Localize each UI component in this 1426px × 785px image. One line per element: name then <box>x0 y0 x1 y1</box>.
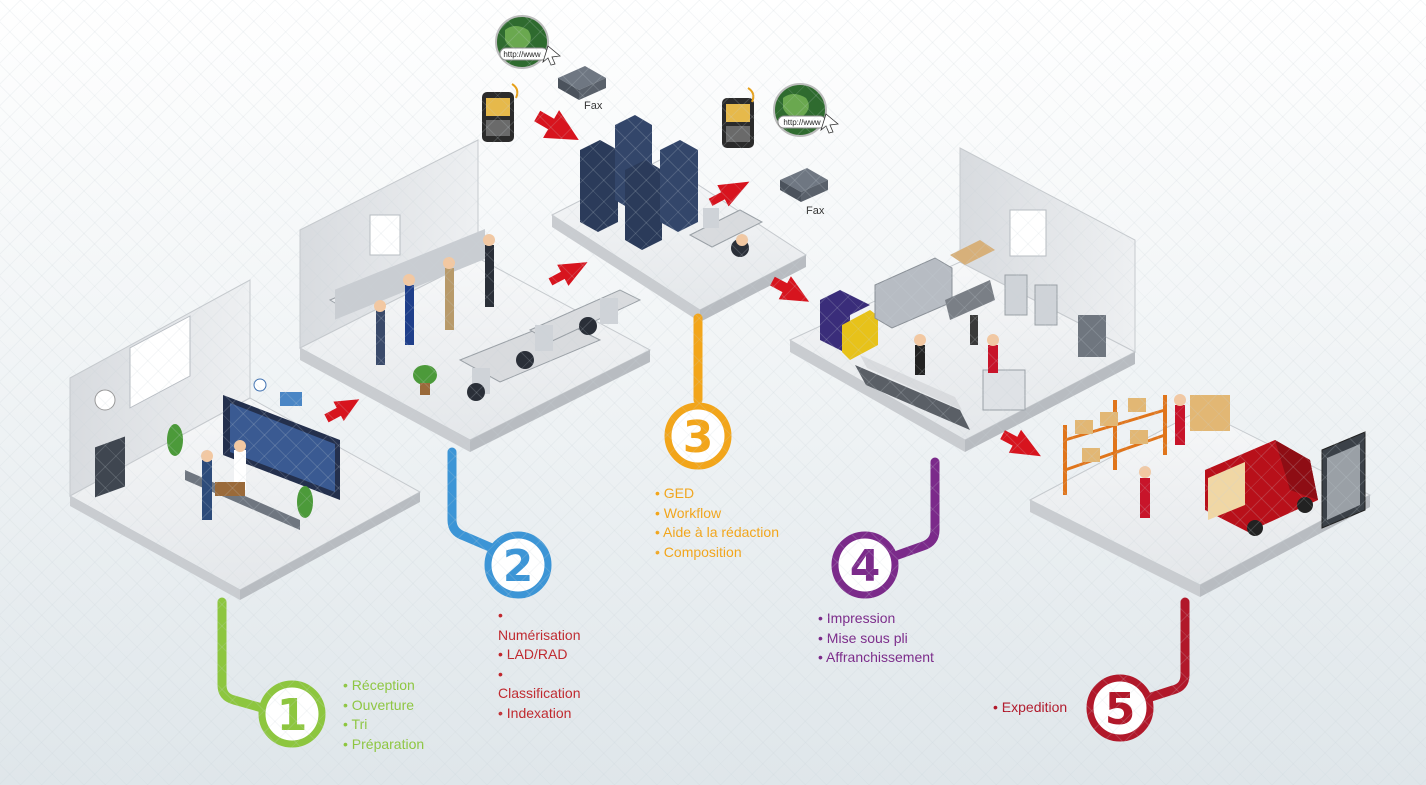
delivery-van <box>1205 440 1318 536</box>
step-1-item: • Tri <box>343 716 368 732</box>
step-1-item: • Préparation <box>343 735 425 752</box>
step-2-list: • Numérisation • LAD/RAD • Classificatio… <box>498 606 580 723</box>
step-5 <box>1086 597 1190 742</box>
step-2-item: Numérisation <box>498 626 581 643</box>
step-3-number: 3 <box>683 412 714 463</box>
step-1-number: 1 <box>277 690 308 741</box>
step-3-item: • Composition <box>655 543 742 560</box>
web-label: http://www <box>783 118 821 127</box>
flow-arrow <box>548 262 588 286</box>
step-2-item: • Indexation <box>498 704 572 721</box>
storage-racks <box>1063 395 1230 495</box>
step-3 <box>664 313 732 470</box>
step-3-item: • Aide à la rédaction <box>655 524 779 540</box>
flow-arrow <box>324 399 360 423</box>
room-reception <box>68 279 422 600</box>
step-4-number: 4 <box>850 541 881 592</box>
step-4 <box>831 457 940 599</box>
room-scanning <box>298 139 652 452</box>
room-expedition <box>1028 394 1372 597</box>
web-label: http://www <box>503 50 541 59</box>
fax-label: Fax <box>806 205 825 217</box>
flow-arrow <box>1000 429 1041 457</box>
step-2-item: • <box>498 665 503 682</box>
step-4-item: • Affranchissement <box>818 649 934 665</box>
room-servers <box>550 115 807 322</box>
step-5-list: • Expedition <box>993 698 1067 718</box>
channel-icons <box>482 15 839 202</box>
step-2-item: Classification <box>498 685 581 701</box>
globe-icon <box>773 83 839 137</box>
room-printing <box>788 147 1137 452</box>
flow-arrow <box>534 110 579 140</box>
step-3-list: • GED • Workflow • Aide à la rédaction •… <box>655 484 779 562</box>
globe-icon <box>495 15 561 69</box>
step-2-item: • LAD/RAD <box>498 646 568 662</box>
step-1 <box>217 597 326 748</box>
step-2 <box>447 447 552 599</box>
step-4-list: • Impression • Mise sous pli • Affranchi… <box>818 609 934 668</box>
mail-shelves <box>223 395 340 500</box>
server-racks <box>580 115 698 250</box>
fax-icon <box>780 168 828 202</box>
fax-icon <box>558 66 606 100</box>
step-4-item: • Mise sous pli <box>818 629 908 646</box>
step-2-item: • <box>498 607 503 623</box>
step-1-item: • Réception <box>343 677 415 693</box>
mobile-phone-icon <box>482 83 519 142</box>
step-5-item: • Expedition <box>993 699 1068 715</box>
fax-label: Fax <box>584 100 603 112</box>
step-1-list: • Réception • Ouverture • Tri • Préparat… <box>343 676 424 754</box>
step-3-item: • Workflow <box>655 504 722 521</box>
step-3-item: • GED <box>655 485 695 501</box>
mobile-phone-icon <box>722 87 755 148</box>
step-5-number: 5 <box>1105 684 1136 735</box>
flow-arrow <box>708 181 750 207</box>
step-2-number: 2 <box>503 541 534 592</box>
step-4-item: • Impression <box>818 610 896 626</box>
flow-arrow <box>770 276 810 302</box>
step-1-item: • Ouverture <box>343 696 415 713</box>
flow-arrows <box>324 110 1041 457</box>
